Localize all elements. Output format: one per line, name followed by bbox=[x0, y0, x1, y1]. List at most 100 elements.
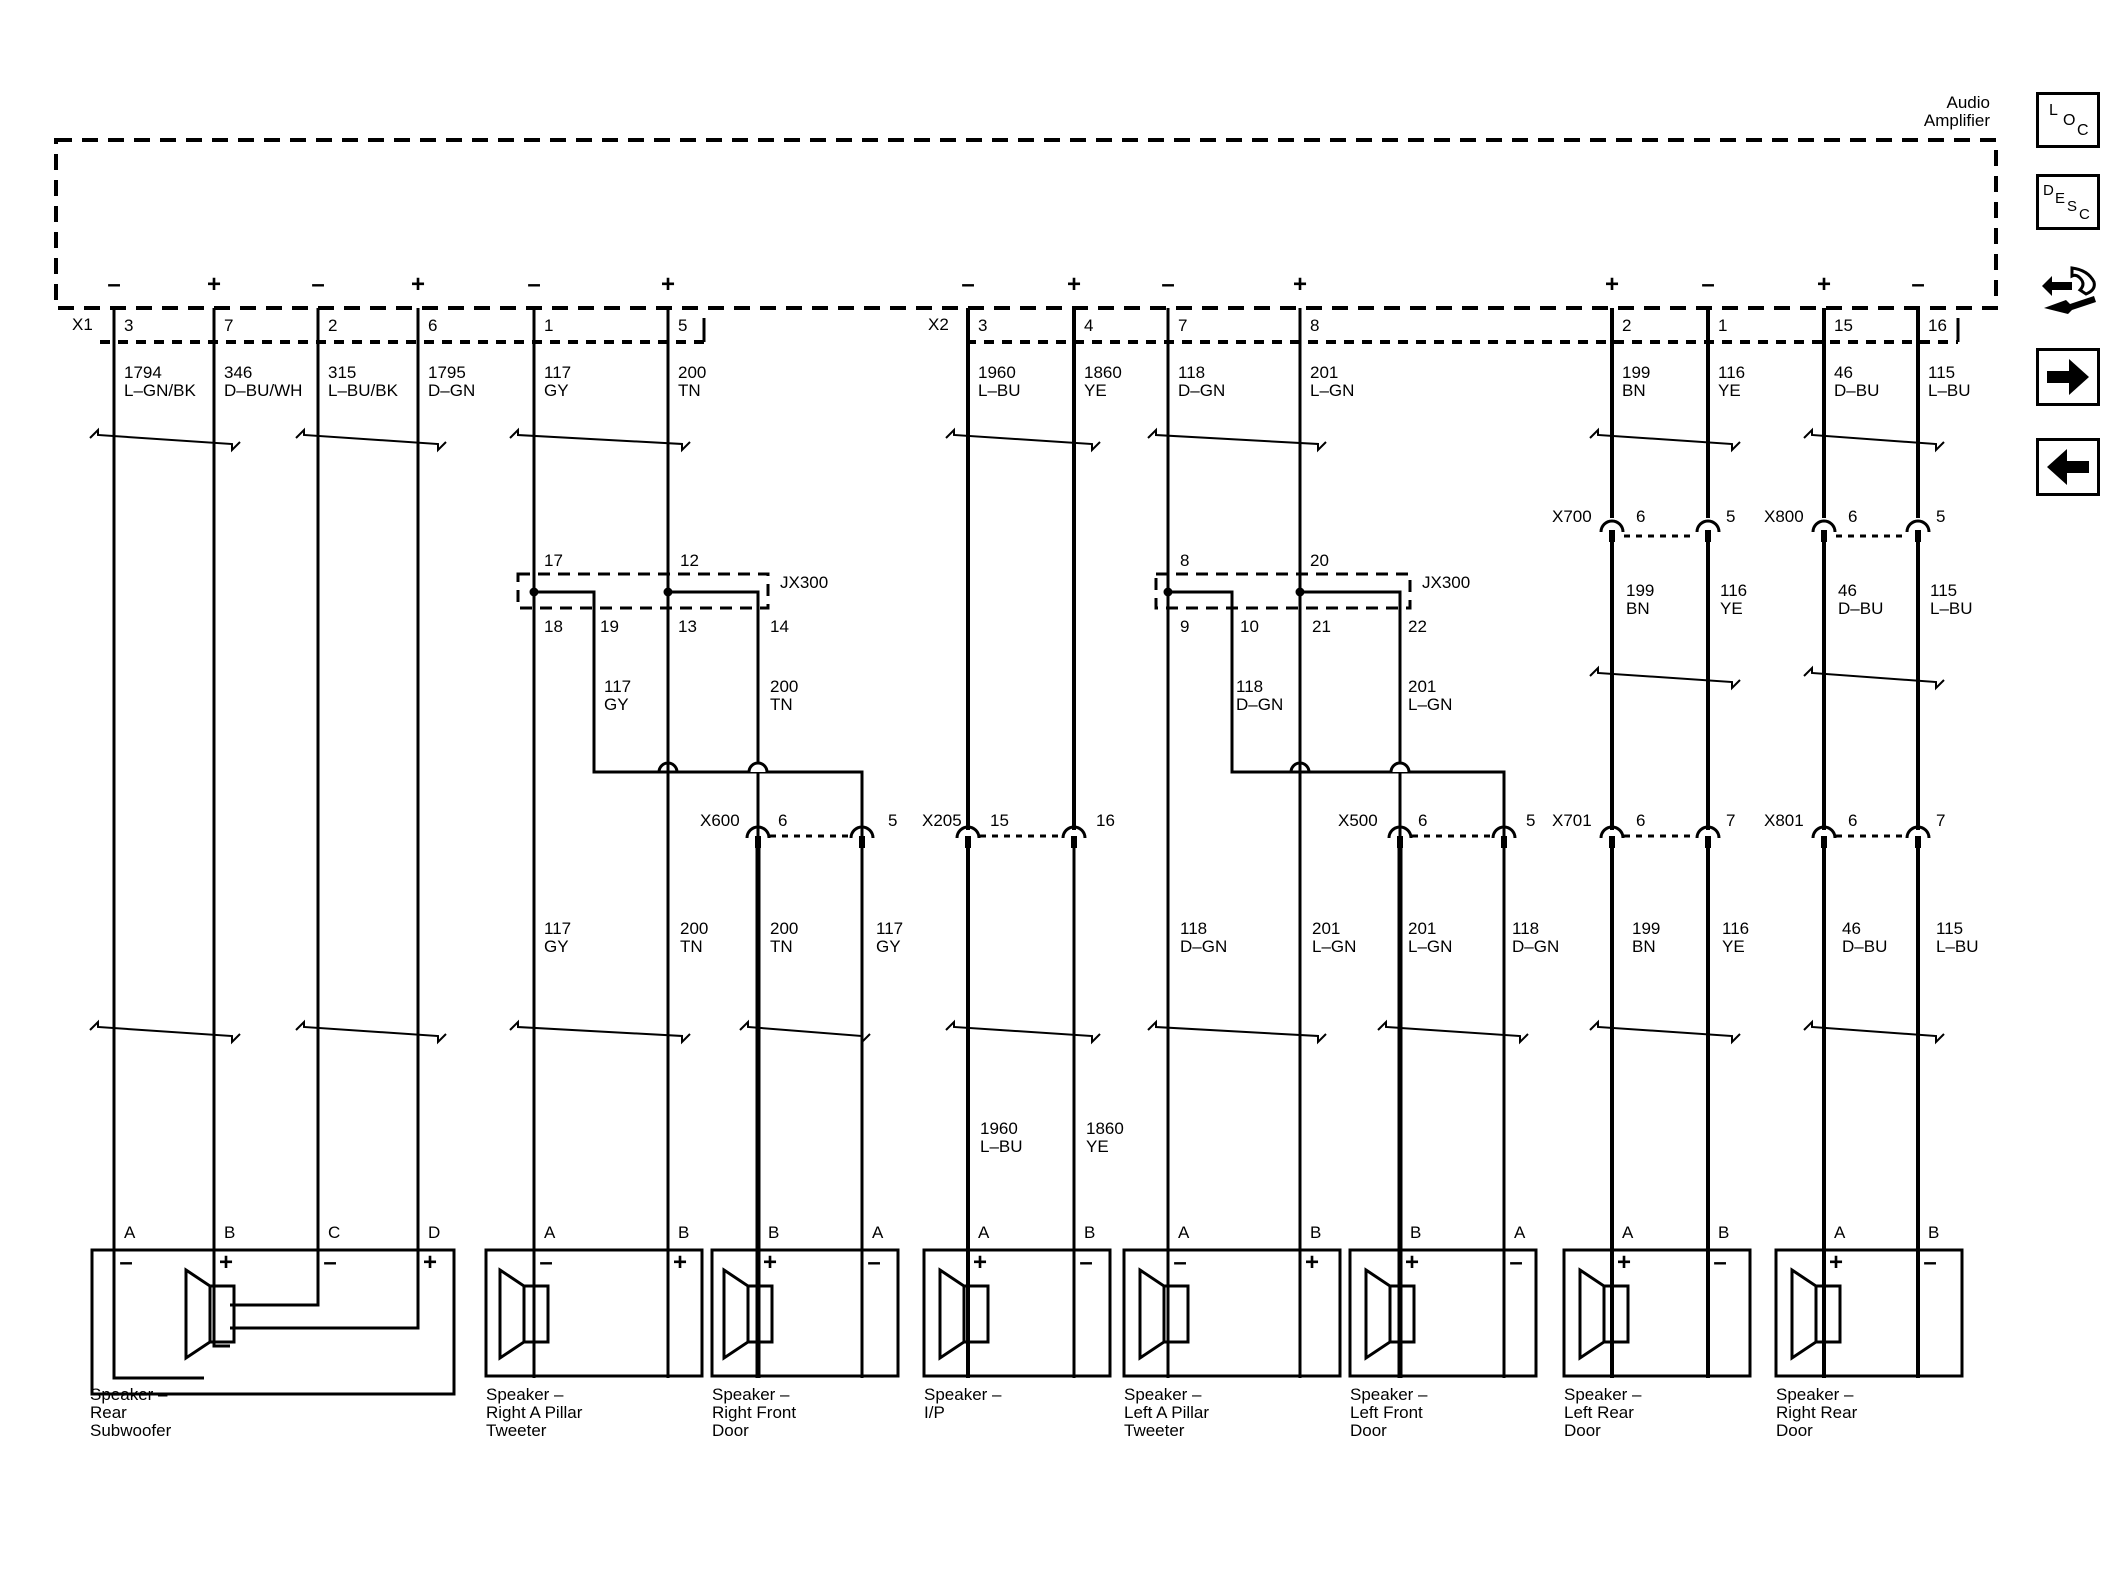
desc-letter-2: E bbox=[2055, 190, 2065, 207]
subwoofer-box bbox=[90, 1248, 456, 1396]
amp-pin-11: 2 bbox=[1622, 316, 1631, 335]
harness-icon bbox=[2042, 266, 2096, 314]
connector-x2-label: X2 bbox=[928, 315, 949, 334]
connector-cup bbox=[1599, 519, 1625, 533]
splice-dot bbox=[1163, 587, 1173, 597]
connector-pin bbox=[1915, 530, 1921, 542]
speaker-pin-polarity: – bbox=[323, 1249, 336, 1276]
harness-break bbox=[1803, 427, 1945, 453]
wire-117-branch bbox=[534, 590, 864, 836]
speaker-pin-polarity: + bbox=[973, 1249, 987, 1276]
splice-jx300-right bbox=[516, 572, 770, 610]
connector-pin: 5 bbox=[1936, 507, 1945, 526]
connector-pin: 6 bbox=[1848, 507, 1857, 526]
harness-break bbox=[295, 427, 447, 453]
wire-label-11-color: BN bbox=[1622, 381, 1646, 400]
wire-label-5-color: GY bbox=[544, 381, 569, 400]
connector-x500-pin-b: 5 bbox=[1526, 811, 1535, 830]
connector-cup bbox=[1905, 519, 1931, 533]
lower-label-11-circuit: 46 bbox=[1842, 919, 1861, 938]
rear-mid-label-circuit: 46 bbox=[1838, 581, 1857, 600]
wire-label-10-circuit: 201 bbox=[1310, 363, 1338, 382]
speaker-pin-polarity: – bbox=[1713, 1249, 1726, 1276]
speaker-lfd-box bbox=[1348, 1248, 1538, 1378]
pin-polarity-13: + bbox=[1817, 271, 1831, 298]
lower-label-10-color: YE bbox=[1722, 937, 1745, 956]
splice-pin: 8 bbox=[1180, 551, 1189, 570]
harness-button[interactable] bbox=[2036, 256, 2100, 328]
desc-button[interactable]: D E S C bbox=[2036, 174, 2100, 230]
lower-label-14-circuit: 1860 bbox=[1086, 1119, 1124, 1138]
speaker-pin-letter: B bbox=[678, 1223, 689, 1242]
desc-icon: D E S C bbox=[2043, 182, 2090, 223]
lower-label-8-color: D–GN bbox=[1512, 937, 1559, 956]
speaker-caption-line1: Speaker – bbox=[1564, 1385, 1642, 1404]
speaker-caption-line1: Speaker – bbox=[1124, 1385, 1202, 1404]
wire-label-11-circuit: 199 bbox=[1622, 363, 1650, 382]
lower-label-5-color: D–GN bbox=[1180, 937, 1227, 956]
speaker-pin-polarity: – bbox=[539, 1249, 552, 1276]
speaker-pin-polarity: + bbox=[1405, 1249, 1419, 1276]
speaker-rapt-magnet bbox=[522, 1284, 550, 1344]
wire-201-branch bbox=[1300, 590, 1402, 836]
speaker-caption-line1: Speaker – bbox=[486, 1385, 564, 1404]
next-page-button[interactable] bbox=[2036, 348, 2100, 406]
amp-pin-5: 1 bbox=[544, 316, 553, 335]
rear-mid-label-circuit: 115 bbox=[1930, 581, 1957, 600]
speaker-pin-polarity: – bbox=[1509, 1249, 1522, 1276]
speaker-ip-cone bbox=[938, 1267, 966, 1361]
wire-label-6-circuit: 200 bbox=[678, 363, 706, 382]
lower-label-4-circuit: 117 bbox=[876, 919, 903, 938]
connector-pin bbox=[1705, 836, 1711, 848]
harness-break bbox=[509, 1019, 691, 1045]
speaker-caption-line3: Door bbox=[1564, 1421, 1601, 1440]
connector-x1-label: X1 bbox=[72, 315, 93, 334]
wire-label-5-circuit: 117 bbox=[544, 363, 571, 382]
harness-break bbox=[89, 1019, 241, 1045]
speaker-caption-line1: Speaker – bbox=[90, 1385, 168, 1404]
mid-label-200-circuit: 200 bbox=[770, 677, 798, 696]
lower-label-2-circuit: 200 bbox=[680, 919, 708, 938]
pin-polarity-9: – bbox=[1161, 271, 1174, 298]
loc-letter-1: L bbox=[2049, 102, 2058, 119]
speaker-rfd-magnet bbox=[746, 1284, 774, 1344]
splice-pin: 9 bbox=[1180, 617, 1189, 636]
speaker-pin-polarity: + bbox=[763, 1249, 777, 1276]
connector-cup bbox=[1491, 825, 1517, 839]
speaker-rrd-magnet bbox=[1814, 1284, 1842, 1344]
lower-label-1-color: GY bbox=[544, 937, 569, 956]
subwoofer-magnet bbox=[208, 1284, 236, 1344]
lower-label-11-color: D–BU bbox=[1842, 937, 1887, 956]
speaker-pin-letter: C bbox=[328, 1223, 340, 1242]
amp-pin-2: 7 bbox=[224, 316, 233, 335]
speaker-rfd-box bbox=[710, 1248, 900, 1378]
pin-polarity-14: – bbox=[1911, 271, 1924, 298]
speaker-caption-line3: Subwoofer bbox=[90, 1421, 172, 1440]
wire-label-3-circuit: 315 bbox=[328, 363, 356, 382]
speaker-ip-magnet bbox=[962, 1284, 990, 1344]
connector-pin: 5 bbox=[1726, 507, 1735, 526]
lower-label-14-color: YE bbox=[1086, 1137, 1109, 1156]
speaker-pin-letter: A bbox=[544, 1223, 556, 1242]
loc-button[interactable]: L O C bbox=[2036, 92, 2100, 148]
speaker-pin-letter: A bbox=[978, 1223, 990, 1242]
speaker-pin-letter: D bbox=[428, 1223, 440, 1242]
amplifier-name-line1: Audio bbox=[1947, 93, 1990, 112]
connector-x701: X701 bbox=[1552, 811, 1592, 830]
amplifier-name-line2: Amplifier bbox=[1924, 111, 1990, 130]
pin-polarity-7: – bbox=[961, 271, 974, 298]
speaker-caption-line3: Tweeter bbox=[486, 1421, 547, 1440]
wire-crossover bbox=[657, 761, 679, 773]
harness-break bbox=[1589, 1019, 1741, 1045]
harness-break bbox=[89, 427, 241, 453]
wire-crossover bbox=[747, 761, 769, 773]
lower-label-7-color: L–GN bbox=[1408, 937, 1452, 956]
connector-pin: 6 bbox=[1636, 507, 1645, 526]
speaker-pin-polarity: + bbox=[219, 1249, 233, 1276]
speaker-caption-line3: Door bbox=[1350, 1421, 1387, 1440]
wire-label-6-color: TN bbox=[678, 381, 701, 400]
wire-label-13-color: D–BU bbox=[1834, 381, 1879, 400]
previous-page-button[interactable] bbox=[2036, 438, 2100, 496]
pin-polarity-4: + bbox=[411, 271, 425, 298]
